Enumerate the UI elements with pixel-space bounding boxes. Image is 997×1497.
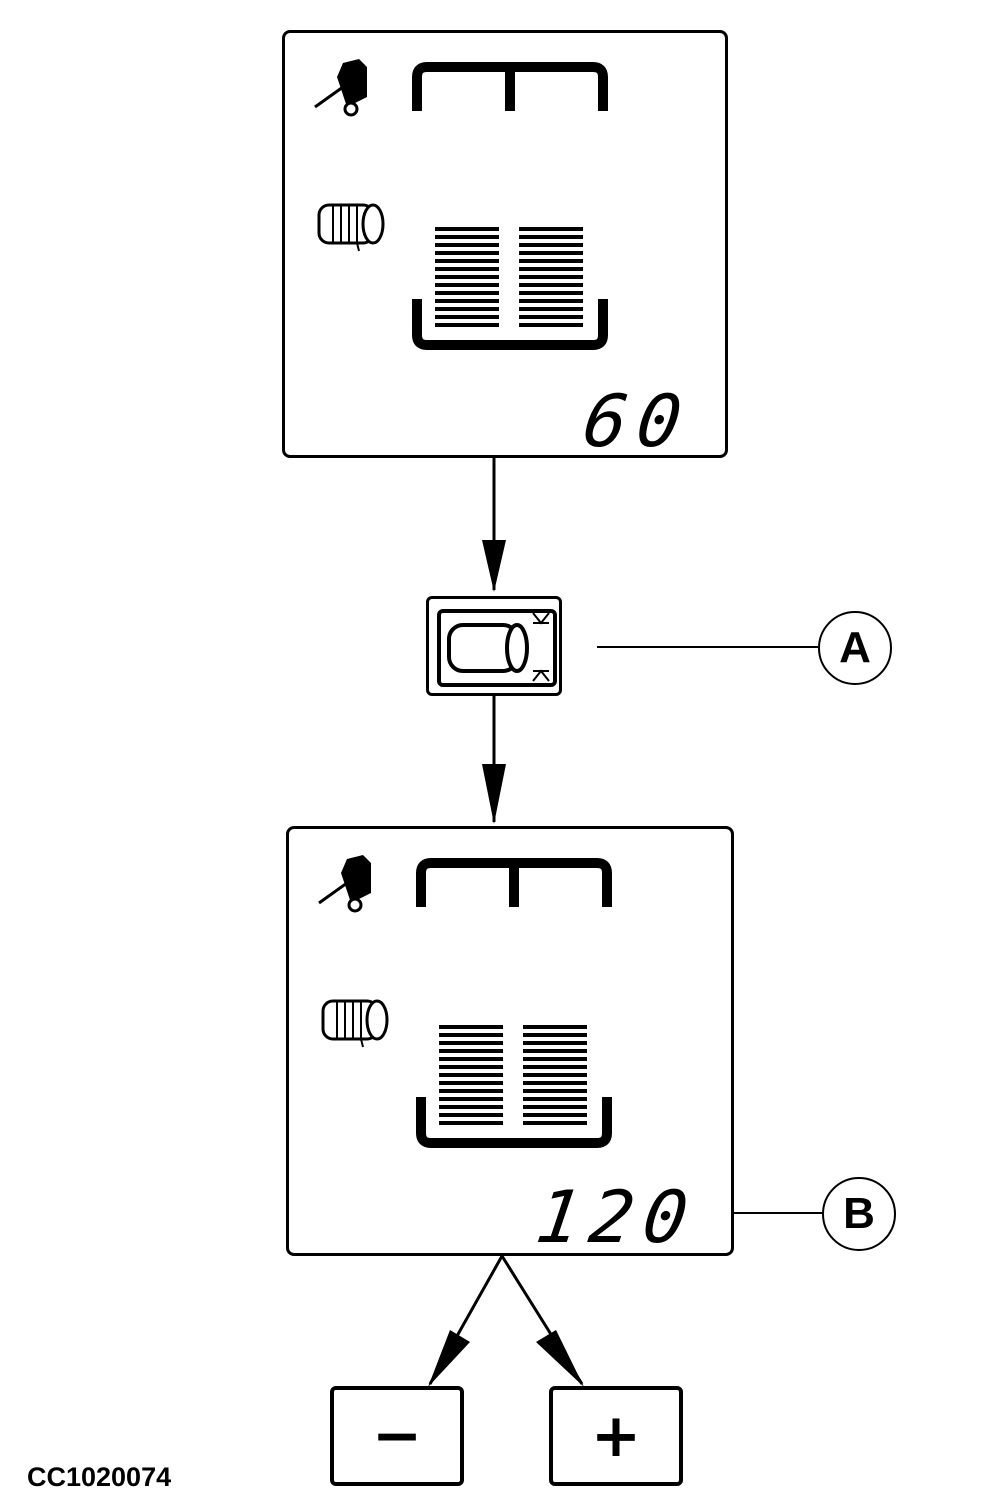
bale-roll-icon (321, 999, 389, 1048)
top-display-panel: 60 (282, 30, 728, 463)
arrowhead (428, 1330, 470, 1387)
bottom-display-graphics (318, 855, 612, 1148)
plus-button[interactable]: + (549, 1386, 683, 1486)
bale-size-icon (437, 609, 557, 687)
arrowhead (482, 764, 506, 824)
baler-icon (318, 855, 371, 913)
bale-size-bars (439, 1025, 587, 1125)
chamber-top-icon (412, 62, 608, 111)
top-display-value: 60 (578, 379, 697, 463)
chamber-top-icon (416, 858, 612, 907)
chamber-bottom-icon (412, 299, 608, 350)
top-display-graphics (314, 59, 608, 350)
minus-button[interactable]: − (330, 1386, 464, 1486)
bottom-display-panel: 120 (286, 826, 734, 1259)
chamber-bottom-icon (416, 1097, 612, 1148)
arrowhead (536, 1330, 584, 1387)
baler-icon (314, 59, 367, 117)
bottom-display-value: 120 (531, 1175, 703, 1259)
bale-size-button[interactable] (426, 596, 562, 696)
figure-id: CC1020074 (27, 1462, 172, 1492)
bale-roll-icon (317, 203, 385, 252)
arrowhead (482, 540, 506, 592)
callout-a: A (818, 611, 892, 685)
callout-b: B (822, 1177, 896, 1251)
bale-size-bars (435, 227, 583, 327)
